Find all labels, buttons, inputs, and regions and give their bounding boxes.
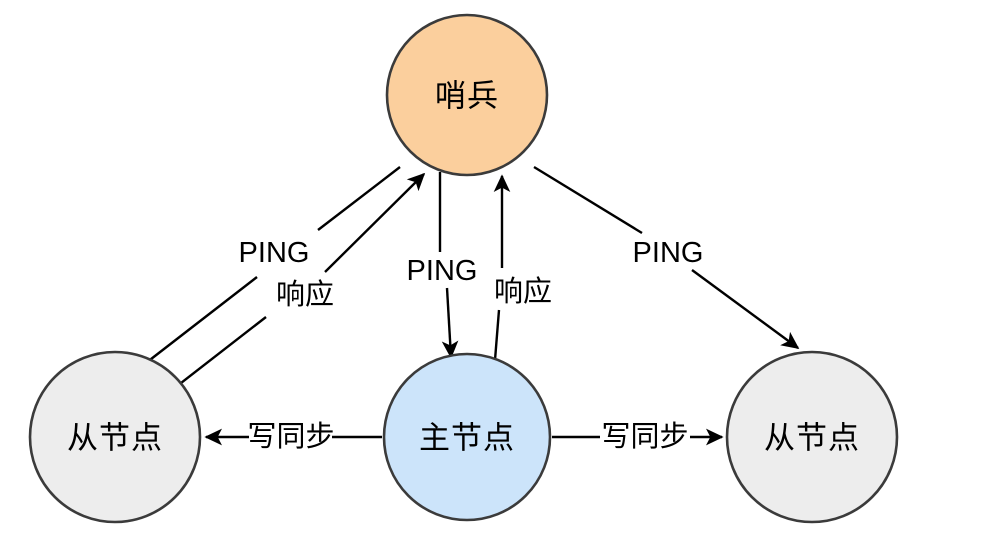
node-replica-right-label: 从节点 — [764, 421, 860, 456]
edge-label-ping-right: PING — [633, 237, 704, 269]
edge-ping-right: PING — [533, 165, 800, 349]
edge-ping-center-segment-b — [441, 287, 459, 359]
node-replica-left[interactable]: 从节点 — [28, 350, 202, 524]
edge-ping-left-segment-b — [131, 276, 258, 374]
node-replica-right-circle[interactable] — [725, 350, 899, 524]
node-master-circle[interactable] — [382, 352, 552, 522]
edge-label-sync-right: 写同步 — [601, 420, 688, 453]
edge-sync-left: 写同步 — [204, 420, 382, 453]
node-sentinel[interactable]: 哨兵 — [385, 13, 549, 177]
edge-response-left: 响应 — [180, 172, 426, 384]
edge-response-left-segment-a — [180, 316, 267, 384]
edge-label-ping-left: PING — [239, 237, 310, 269]
edge-ping-left: PING — [131, 166, 401, 374]
edge-response-center: 响应 — [493, 174, 552, 361]
edge-response-center-segment-a — [493, 309, 501, 361]
node-sentinel-circle[interactable] — [385, 13, 549, 177]
edge-ping-left-segment-a — [317, 166, 401, 231]
edge-ping-right-segment-b — [691, 269, 800, 349]
edge-ping-right-segment-a — [533, 165, 643, 235]
edge-label-response-left: 响应 — [276, 278, 334, 311]
edge-label-sync-left: 写同步 — [247, 420, 334, 453]
edge-label-ping-center: PING — [407, 255, 478, 287]
node-master-label: 主节点 — [419, 421, 515, 456]
node-replica-right[interactable]: 从节点 — [725, 350, 899, 524]
node-replica-left-label: 从节点 — [67, 421, 163, 456]
node-master[interactable]: 主节点 — [382, 352, 552, 522]
node-replica-left-circle[interactable] — [28, 350, 202, 524]
edge-label-response-center: 响应 — [494, 275, 552, 308]
node-sentinel-label: 哨兵 — [435, 79, 499, 114]
edge-response-left-segment-b — [324, 172, 426, 273]
edge-ping-center: PING — [407, 172, 478, 359]
edge-sync-right: 写同步 — [552, 420, 724, 453]
